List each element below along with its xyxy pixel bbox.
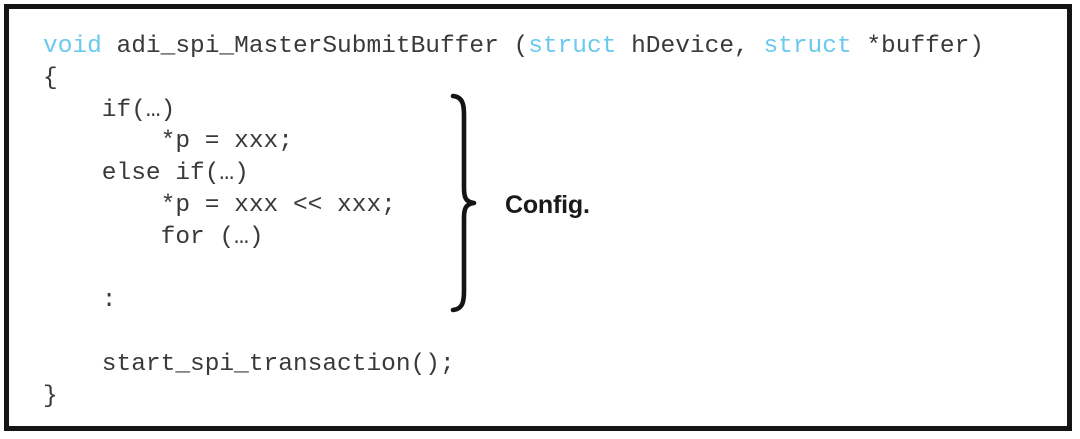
code-line: if(…) [43,95,1053,127]
code-line: else if(…) [43,158,1053,190]
code-line: start_spi_transaction(); [43,349,1053,381]
code-line: *p = xxx << xxx; [43,190,1053,222]
code-text-token: adi_spi_MasterSubmitBuffer ( [101,33,529,60]
code-line: } [43,381,1053,413]
code-line: for (…) [43,222,1053,254]
code-text-token: } [43,382,58,410]
code-text-token: *buffer) [851,33,984,60]
code-text-token: if(…) [43,96,176,124]
code-line: : [43,285,1053,317]
code-text-token: *p = xxx; [43,128,293,156]
code-text-token: for (…) [43,223,264,251]
code-listing: void adi_spi_MasterSubmitBuffer (struct … [43,31,1053,413]
code-text-token: : [43,287,117,315]
code-text-token: start_spi_transaction(); [43,350,455,378]
code-text-token: *p = xxx << xxx; [43,191,396,219]
code-text-token: else if(…) [43,160,249,188]
code-blank-line [43,317,1053,349]
code-line: *p = xxx; [43,126,1053,158]
code-keyword-token: struct [528,33,617,60]
code-text-token: { [43,64,58,92]
figure-frame-border: void adi_spi_MasterSubmitBuffer (struct … [4,4,1072,431]
config-annotation-label: Config. [505,191,590,219]
code-keyword-token: struct [763,33,852,60]
code-text-token: hDevice, [616,33,764,60]
code-keyword-token: void [43,33,102,60]
code-blank-line [43,254,1053,286]
code-line: { [43,63,1053,95]
code-line: void adi_spi_MasterSubmitBuffer (struct … [43,31,1053,63]
